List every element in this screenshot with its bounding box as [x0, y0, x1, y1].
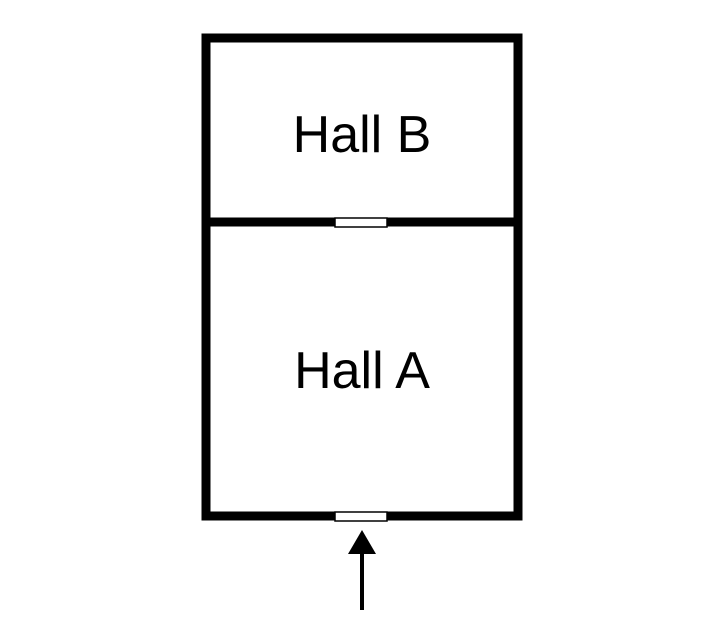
entrance-door [334, 511, 388, 522]
hall-a-label: Hall A [294, 342, 430, 400]
interior-door [334, 217, 388, 228]
arrow-up-icon [348, 530, 376, 610]
entrance-arrow-head [348, 530, 376, 554]
hall-b-label: Hall B [293, 106, 432, 164]
